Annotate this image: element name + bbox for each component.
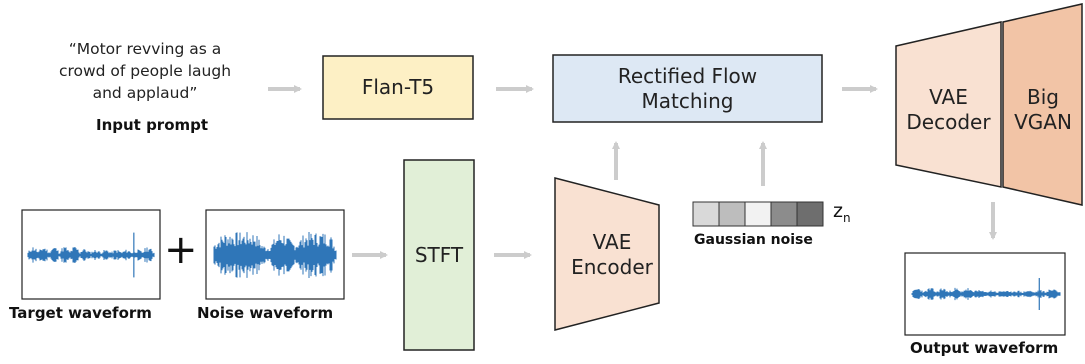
vae-decoder-shape (895, 21, 1002, 188)
waveform-trace (27, 246, 155, 264)
input-prompt-label: Input prompt (96, 116, 209, 134)
plus-sign: + (164, 227, 198, 273)
noise-cell (718, 201, 746, 227)
bigvgan-label: Big VGAN (1003, 60, 1083, 160)
vae-encoder-line-2: Encoder (571, 255, 653, 279)
vae-decoder-label: VAE Decoder (896, 60, 1001, 160)
noise-waveform-plot (213, 232, 337, 278)
noise-symbol: zn (833, 200, 851, 225)
vae-encoder-line-1: VAE (592, 230, 632, 254)
rectified-flow-label: Rectified Flow Matching (553, 55, 822, 122)
prompt-quote-line-3: and applaud” (92, 84, 198, 102)
output-waveform-plot (911, 278, 1061, 310)
target-waveform-label: Target waveform (9, 304, 152, 322)
stft-label: STFT (414, 242, 464, 267)
bigvgan-shape (1002, 3, 1083, 206)
waveform-trace (911, 287, 1061, 301)
vae-decoder-line-2: Decoder (906, 110, 991, 134)
prompt-quote: “Motor revving as a crowd of people laug… (30, 38, 260, 104)
vae-encoder-shape (554, 177, 660, 331)
waveform-trace (213, 232, 337, 278)
noise-symbol-subscript: n (842, 210, 851, 225)
stft-box (403, 159, 475, 351)
noise-cell (744, 201, 772, 227)
vae-decoder-line-1: VAE (929, 85, 968, 109)
noise-cell (796, 201, 824, 227)
vae-encoder-label: VAE Encoder (565, 205, 659, 305)
rectified-flow-line-2: Matching (641, 88, 734, 113)
output-waveform-label: Output waveform (910, 339, 1059, 357)
noise-waveform-label: Noise waveform (197, 304, 334, 322)
flan-t5-box (322, 55, 474, 120)
gaussian-noise-label: Gaussian noise (694, 232, 813, 248)
noise-cell (692, 201, 720, 227)
arrows (268, 85, 997, 259)
noise-symbol-z: z (833, 200, 843, 222)
noise-cell (770, 201, 798, 227)
rectified-flow-box (552, 54, 823, 123)
target-waveform-plot (27, 232, 155, 278)
flan-t5-label: Flan-T5 (361, 75, 435, 99)
bigvgan-line-1: Big (1027, 85, 1059, 109)
bigvgan-line-2: VGAN (1014, 110, 1072, 134)
rectified-flow-line-1: Rectified Flow (617, 63, 758, 88)
gaussian-noise-vector (692, 201, 824, 227)
prompt-quote-line-1: “Motor revving as a (68, 40, 222, 58)
prompt-quote-line-2: crowd of people laugh (58, 62, 232, 80)
